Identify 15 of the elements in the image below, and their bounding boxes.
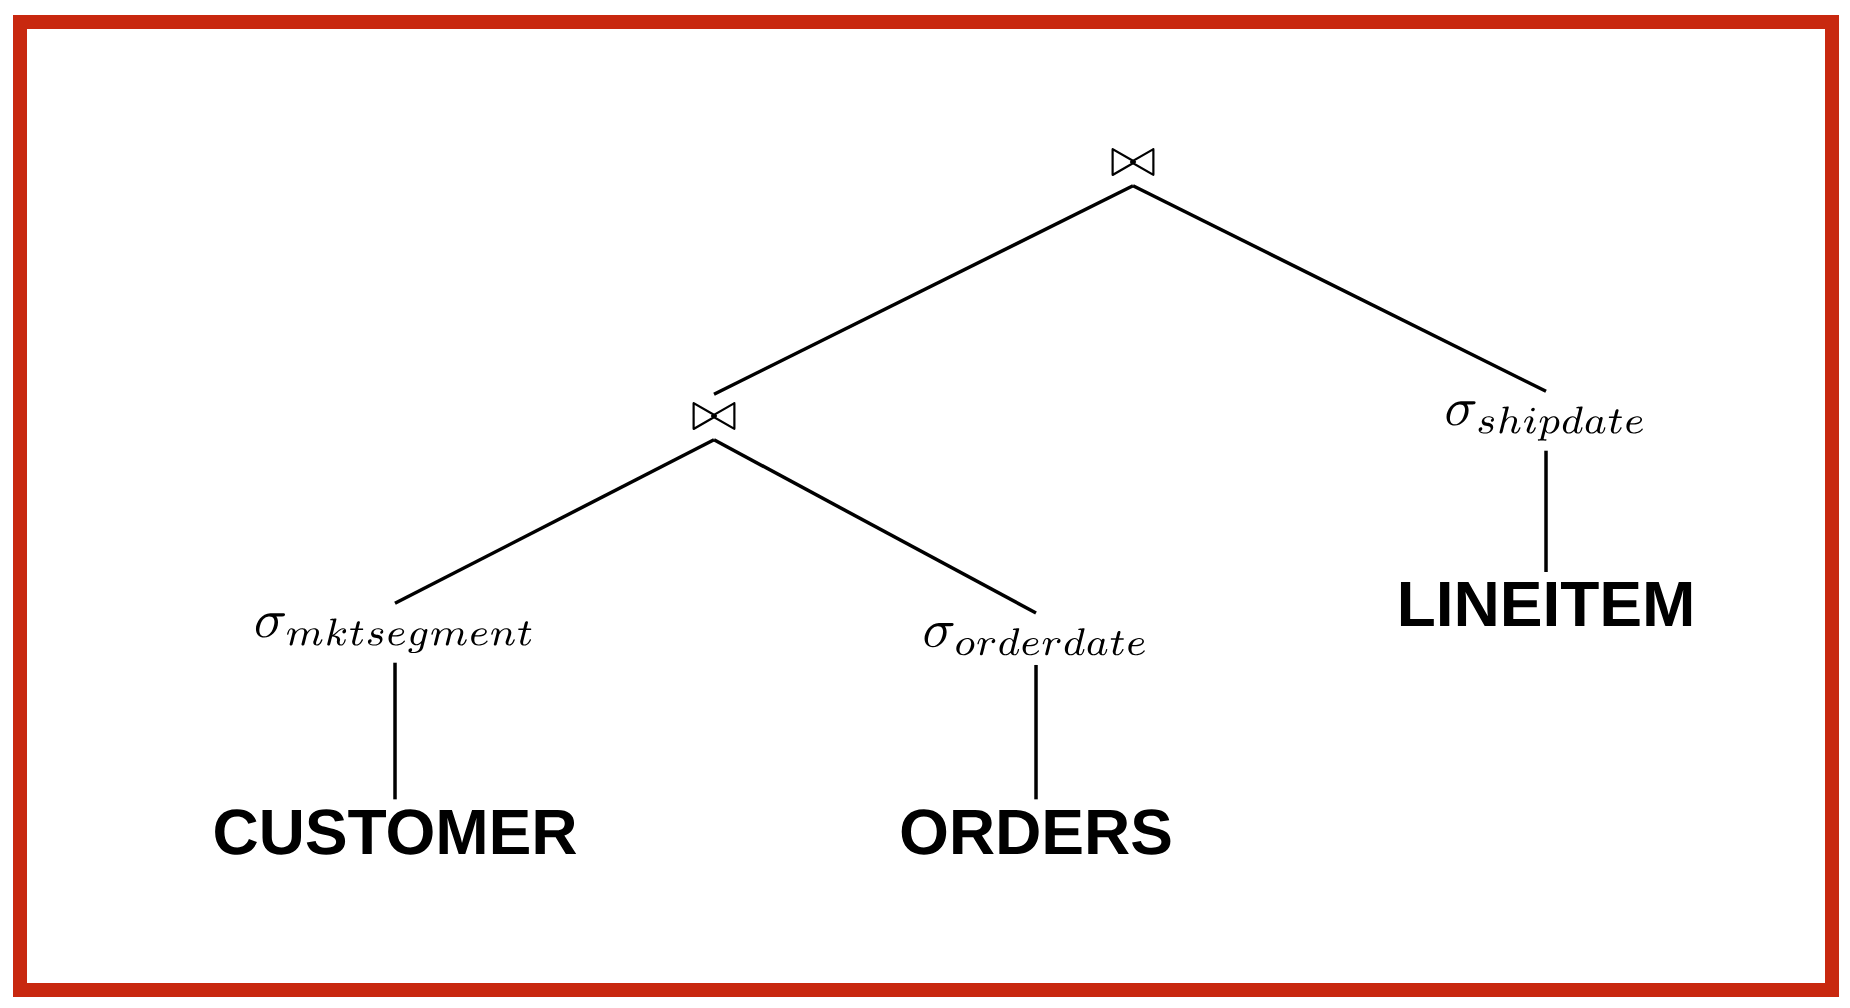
tree-edge bbox=[1132, 184, 1547, 393]
tree-edge bbox=[393, 662, 397, 800]
tree-edge bbox=[1034, 664, 1038, 800]
table-name: ORDERS bbox=[901, 809, 1171, 855]
selection-operator: $\sigma_{mktsegment}$ bbox=[255, 613, 532, 654]
tree-edge bbox=[713, 184, 1134, 396]
tree-edge bbox=[394, 438, 715, 605]
tree-edge bbox=[713, 438, 1037, 615]
selection-operator: $\sigma_{shipdate}$ bbox=[1446, 401, 1643, 441]
join-symbol: $\bowtie$ bbox=[1111, 148, 1155, 177]
table-name: LINEITEM bbox=[1400, 581, 1692, 626]
table-name: CUSTOMER bbox=[215, 809, 577, 855]
join-symbol: $\bowtie$ bbox=[692, 402, 736, 431]
tree-edge bbox=[1544, 450, 1548, 572]
selection-operator: $\sigma_{orderdate}$ bbox=[924, 623, 1145, 656]
